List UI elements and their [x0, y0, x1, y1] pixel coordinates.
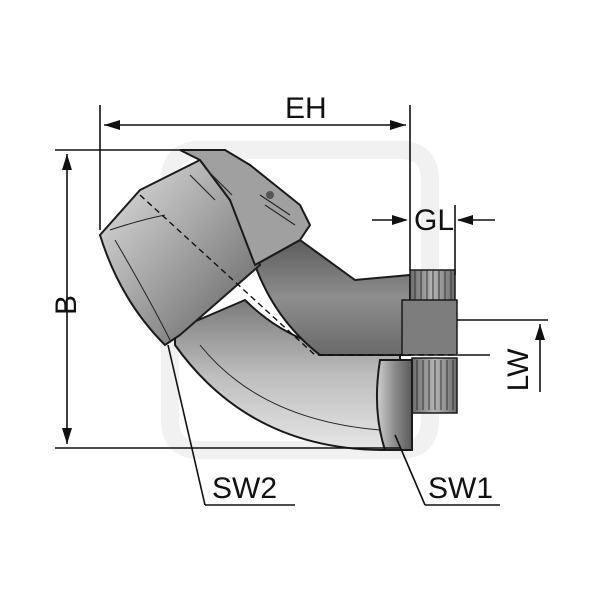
cap-inner-edge	[114, 239, 171, 341]
clamp-ribs	[189, 167, 296, 226]
label-eh: EH	[285, 92, 327, 125]
leader-sw1	[394, 434, 500, 506]
inner-seam	[179, 264, 261, 336]
leader-sw2	[167, 344, 295, 506]
dim-b	[55, 149, 400, 449]
center-axis	[139, 194, 460, 356]
upper-thread-ridges	[414, 270, 452, 300]
dim-lw	[457, 319, 548, 392]
elbow-highlight	[199, 344, 381, 431]
label-lw: LW	[502, 348, 535, 391]
label-sw1: SW1	[428, 472, 493, 505]
pipe-end	[401, 299, 458, 356]
dim-gl	[372, 205, 495, 275]
label-sw2: SW2	[212, 472, 277, 505]
label-gl: GL	[414, 204, 454, 237]
top-clamp	[179, 149, 312, 267]
label-b: B	[50, 295, 83, 315]
cap-rim	[109, 214, 166, 231]
dim-eh	[99, 105, 411, 270]
sw1-nut	[375, 359, 413, 451]
lower-thread-ridges	[416, 360, 454, 410]
clamp-dot	[266, 191, 274, 199]
